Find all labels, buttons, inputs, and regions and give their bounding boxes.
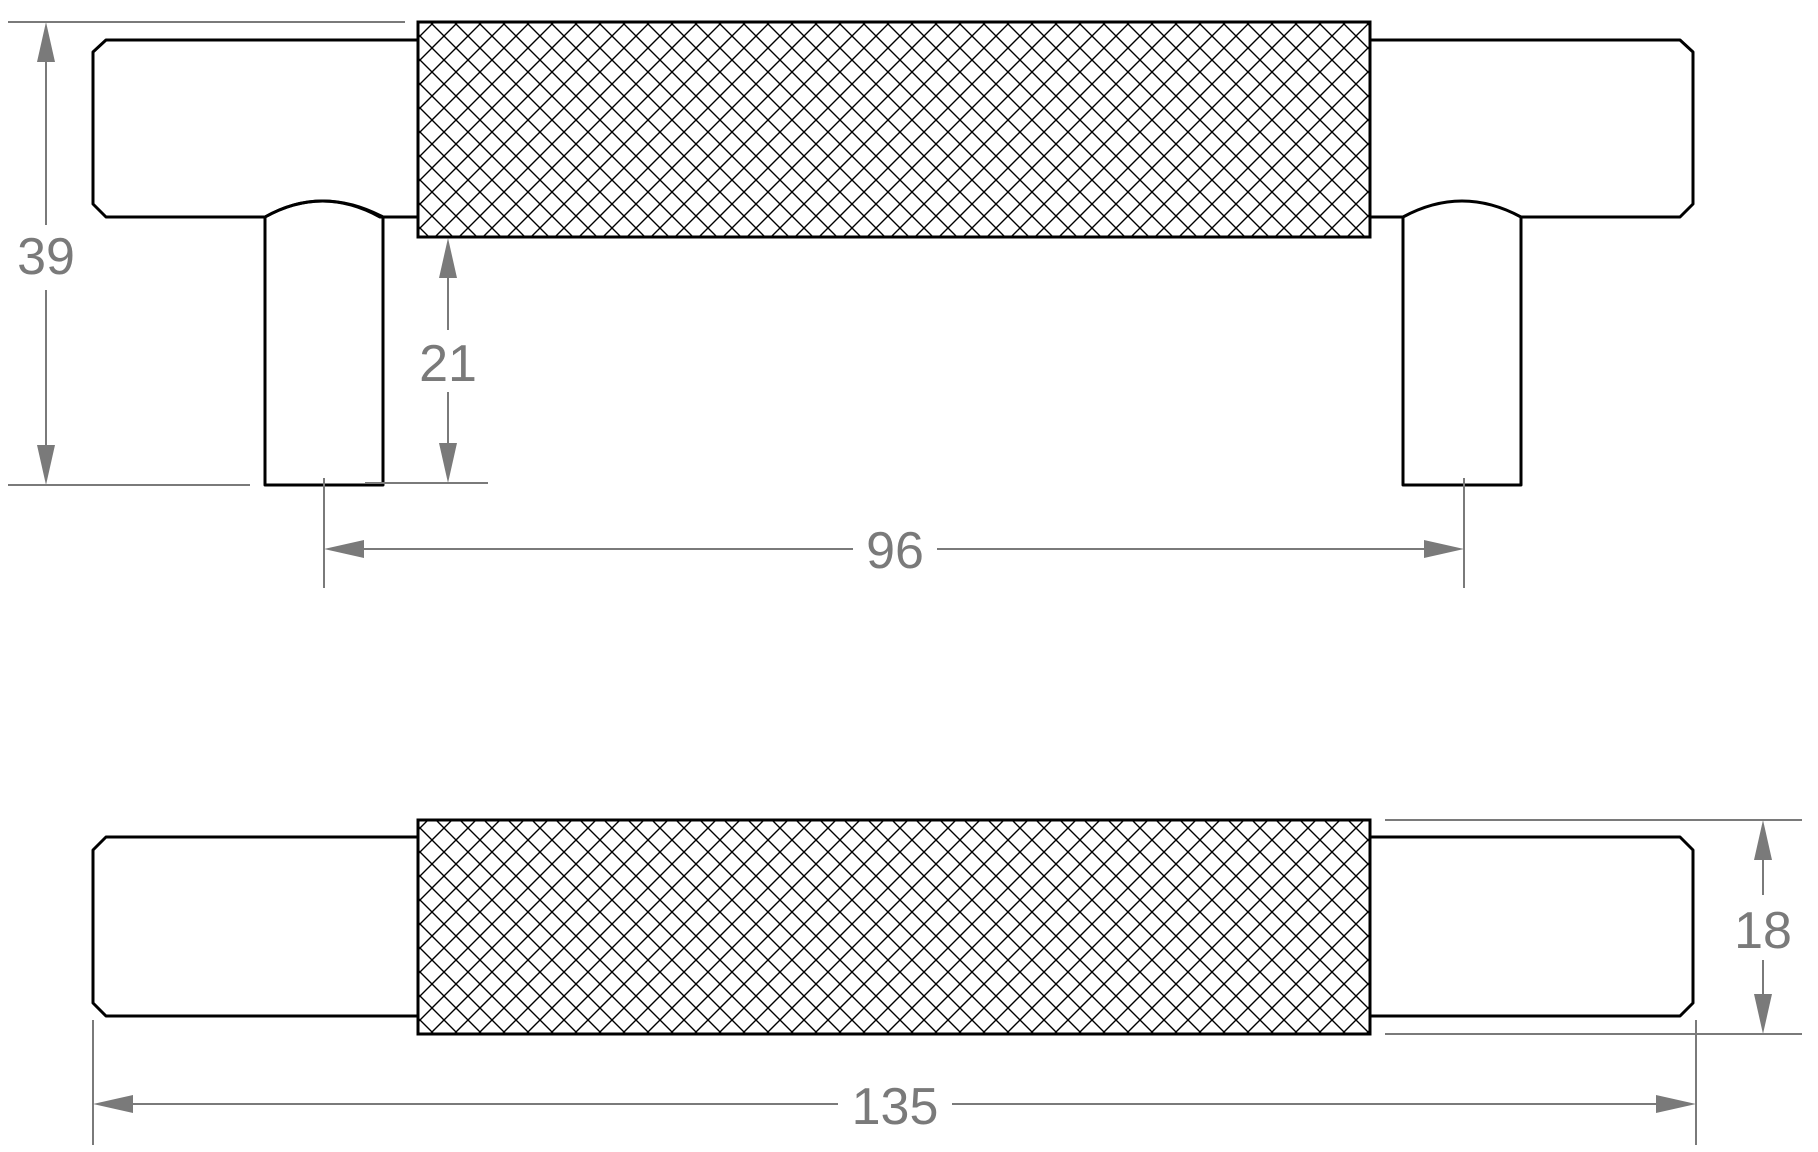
dimension-label-39: 39	[17, 228, 75, 286]
left-end-cap	[91, 38, 422, 219]
side-view	[91, 20, 1695, 487]
left-end-cap-plan	[91, 835, 422, 1018]
left-leg	[263, 199, 385, 487]
right-end-cap	[1364, 38, 1695, 219]
dimension-label-21: 21	[419, 335, 477, 393]
plan-view	[91, 818, 1695, 1036]
dimension-projection: 21	[365, 238, 488, 484]
dimension-bar-diameter: 18	[1385, 819, 1802, 1035]
knurled-grip-side	[416, 20, 1372, 239]
dimension-overall-length: 135	[92, 1020, 1697, 1145]
knurled-grip-plan	[416, 818, 1372, 1036]
right-end-cap-plan	[1364, 835, 1695, 1018]
dimension-label-135: 135	[852, 1078, 939, 1136]
dimension-label-18: 18	[1734, 902, 1792, 960]
dimension-label-96: 96	[866, 522, 924, 580]
dimension-height-overall: 39	[8, 21, 405, 486]
left-leg-cap-line	[264, 199, 384, 219]
dimension-hole-centres: 96	[323, 478, 1465, 588]
right-leg	[1401, 199, 1523, 487]
